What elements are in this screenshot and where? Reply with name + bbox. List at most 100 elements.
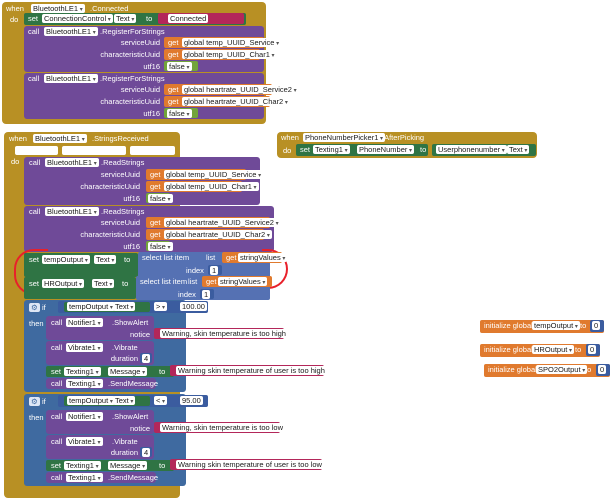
component-dropdown[interactable]: Userphonenumber: [436, 145, 507, 154]
do-bar: [6, 24, 22, 120]
component-dropdown[interactable]: Texting1: [64, 367, 101, 376]
property-dropdown[interactable]: Text: [94, 255, 117, 264]
property-dropdown[interactable]: Text: [113, 396, 136, 405]
if-label: if: [42, 397, 46, 406]
variable-name[interactable]: HROutput: [532, 345, 575, 354]
number-value[interactable]: 4: [142, 354, 151, 363]
component-dropdown[interactable]: BluetoothLE1: [45, 207, 99, 216]
call-label: call: [51, 437, 63, 446]
component-dropdown[interactable]: HROutput: [42, 279, 85, 288]
param-label: serviceUuid: [120, 38, 160, 47]
variable-dropdown[interactable]: global temp_UUID_Service: [164, 170, 264, 179]
number-value[interactable]: 4: [142, 448, 151, 457]
param-label: characteristicUuid: [100, 97, 160, 106]
variable-dropdown[interactable]: global temp_UUID_Char1: [182, 50, 277, 59]
component-dropdown[interactable]: Texting1: [66, 473, 103, 482]
component-dropdown[interactable]: Texting1: [66, 379, 103, 388]
to-label: to: [124, 255, 131, 264]
number-value[interactable]: 95.00: [180, 396, 203, 405]
param-chip[interactable]: stringValues: [130, 146, 175, 155]
component-dropdown[interactable]: Vibrate1: [66, 437, 103, 446]
param-label: serviceUuid: [120, 85, 160, 94]
number-value[interactable]: 1: [202, 290, 211, 299]
property-dropdown[interactable]: Text: [507, 145, 530, 154]
gear-icon[interactable]: ⚙: [29, 303, 40, 312]
component-dropdown[interactable]: Notifier1: [66, 412, 103, 421]
event-name: .StringsReceived: [92, 134, 149, 143]
init-label: initialize global: [484, 345, 533, 354]
variable-dropdown[interactable]: stringValues: [218, 277, 268, 286]
param-label: notice: [129, 330, 150, 339]
to-label: to: [122, 279, 129, 288]
text-value[interactable]: Warning, skin temperature is too low: [160, 423, 286, 432]
param-label: serviceUuid: [100, 218, 140, 227]
variable-dropdown[interactable]: global heartrate_UUID_Char2: [164, 230, 272, 239]
get-label: get: [168, 50, 179, 59]
init-label: initialize global: [488, 365, 537, 374]
boolean-dropdown[interactable]: false: [167, 109, 192, 118]
param-chip[interactable]: serviceUuid: [15, 146, 59, 155]
variable-name[interactable]: SPO2Output: [536, 365, 588, 374]
component-dropdown[interactable]: BluetoothLE1: [44, 74, 98, 83]
number-value[interactable]: 0: [588, 345, 597, 354]
gear-icon[interactable]: ⚙: [29, 397, 40, 406]
boolean-dropdown[interactable]: false: [167, 62, 192, 71]
variable-dropdown[interactable]: global temp_UUID_Service: [182, 38, 282, 47]
component-dropdown[interactable]: BluetoothLE1: [45, 158, 99, 167]
set-label: set: [29, 255, 40, 264]
component-dropdown[interactable]: PhoneNumberPicker1: [303, 133, 386, 142]
number-value[interactable]: 0: [598, 365, 607, 374]
boolean-dropdown[interactable]: false: [148, 242, 173, 251]
component-dropdown[interactable]: BluetoothLE1: [33, 134, 87, 143]
component-dropdown[interactable]: Vibrate1: [66, 343, 103, 352]
method-name: .SendMessage: [108, 379, 159, 388]
component-dropdown[interactable]: BluetoothLE1: [31, 4, 85, 13]
variable-dropdown[interactable]: stringValues: [238, 253, 288, 262]
get-label: get: [150, 170, 161, 179]
component-dropdown[interactable]: tempOutput: [67, 302, 115, 311]
variable-name[interactable]: tempOutput: [532, 321, 580, 330]
get-label: get: [168, 85, 179, 94]
param-label: characteristicUuid: [80, 230, 140, 239]
variable-dropdown[interactable]: global heartrate_UUID_Char2: [182, 97, 290, 106]
when-label: when: [281, 133, 299, 142]
variable-dropdown[interactable]: global heartrate_UUID_Service2: [164, 218, 281, 227]
property-dropdown[interactable]: Text: [113, 302, 136, 311]
number-value[interactable]: 0: [592, 321, 601, 330]
text-value[interactable]: Warning, skin temperature is too high: [160, 329, 288, 338]
index-label: index: [178, 290, 196, 299]
component-dropdown[interactable]: Texting1: [313, 145, 350, 154]
number-value[interactable]: 1: [210, 266, 219, 275]
param-chip[interactable]: characteristicUuid: [62, 146, 126, 155]
method-name: .Vibrate: [112, 437, 138, 446]
operator-dropdown[interactable]: >: [154, 302, 168, 311]
variable-dropdown[interactable]: global temp_UUID_Char1: [164, 182, 259, 191]
param-label: characteristicUuid: [80, 182, 140, 191]
property-dropdown[interactable]: Message: [108, 367, 148, 376]
operator-dropdown[interactable]: <: [154, 396, 168, 405]
method-name: .ReadStrings: [101, 207, 145, 216]
component-dropdown[interactable]: tempOutput: [42, 255, 90, 264]
component-dropdown[interactable]: Notifier1: [66, 318, 103, 327]
component-dropdown[interactable]: BluetoothLE1: [44, 27, 98, 36]
number-value[interactable]: 100.00: [180, 302, 207, 311]
call-label: call: [51, 318, 63, 327]
property-dropdown[interactable]: Text: [114, 14, 137, 23]
set-label: set: [51, 367, 62, 376]
event-name: .Connected: [90, 4, 129, 13]
set-label: set: [300, 145, 311, 154]
variable-dropdown[interactable]: global heartrate_UUID_Service2: [182, 85, 299, 94]
component-dropdown[interactable]: tempOutput: [67, 396, 115, 405]
property-dropdown[interactable]: Message: [108, 461, 148, 470]
text-value[interactable]: Connected: [168, 14, 209, 23]
component-dropdown[interactable]: ConnectionControl: [42, 14, 113, 23]
property-dropdown[interactable]: Text: [92, 279, 115, 288]
text-value[interactable]: Warning skin temperature of user is too …: [176, 460, 324, 469]
boolean-dropdown[interactable]: false: [148, 194, 173, 203]
component-dropdown[interactable]: Texting1: [64, 461, 101, 470]
to-label: to: [159, 461, 166, 470]
init-label: initialize global: [484, 321, 533, 330]
property-dropdown[interactable]: PhoneNumber: [357, 145, 415, 154]
text-value[interactable]: Warning skin temperature of user is too …: [176, 366, 327, 375]
to-label: to: [580, 321, 587, 330]
